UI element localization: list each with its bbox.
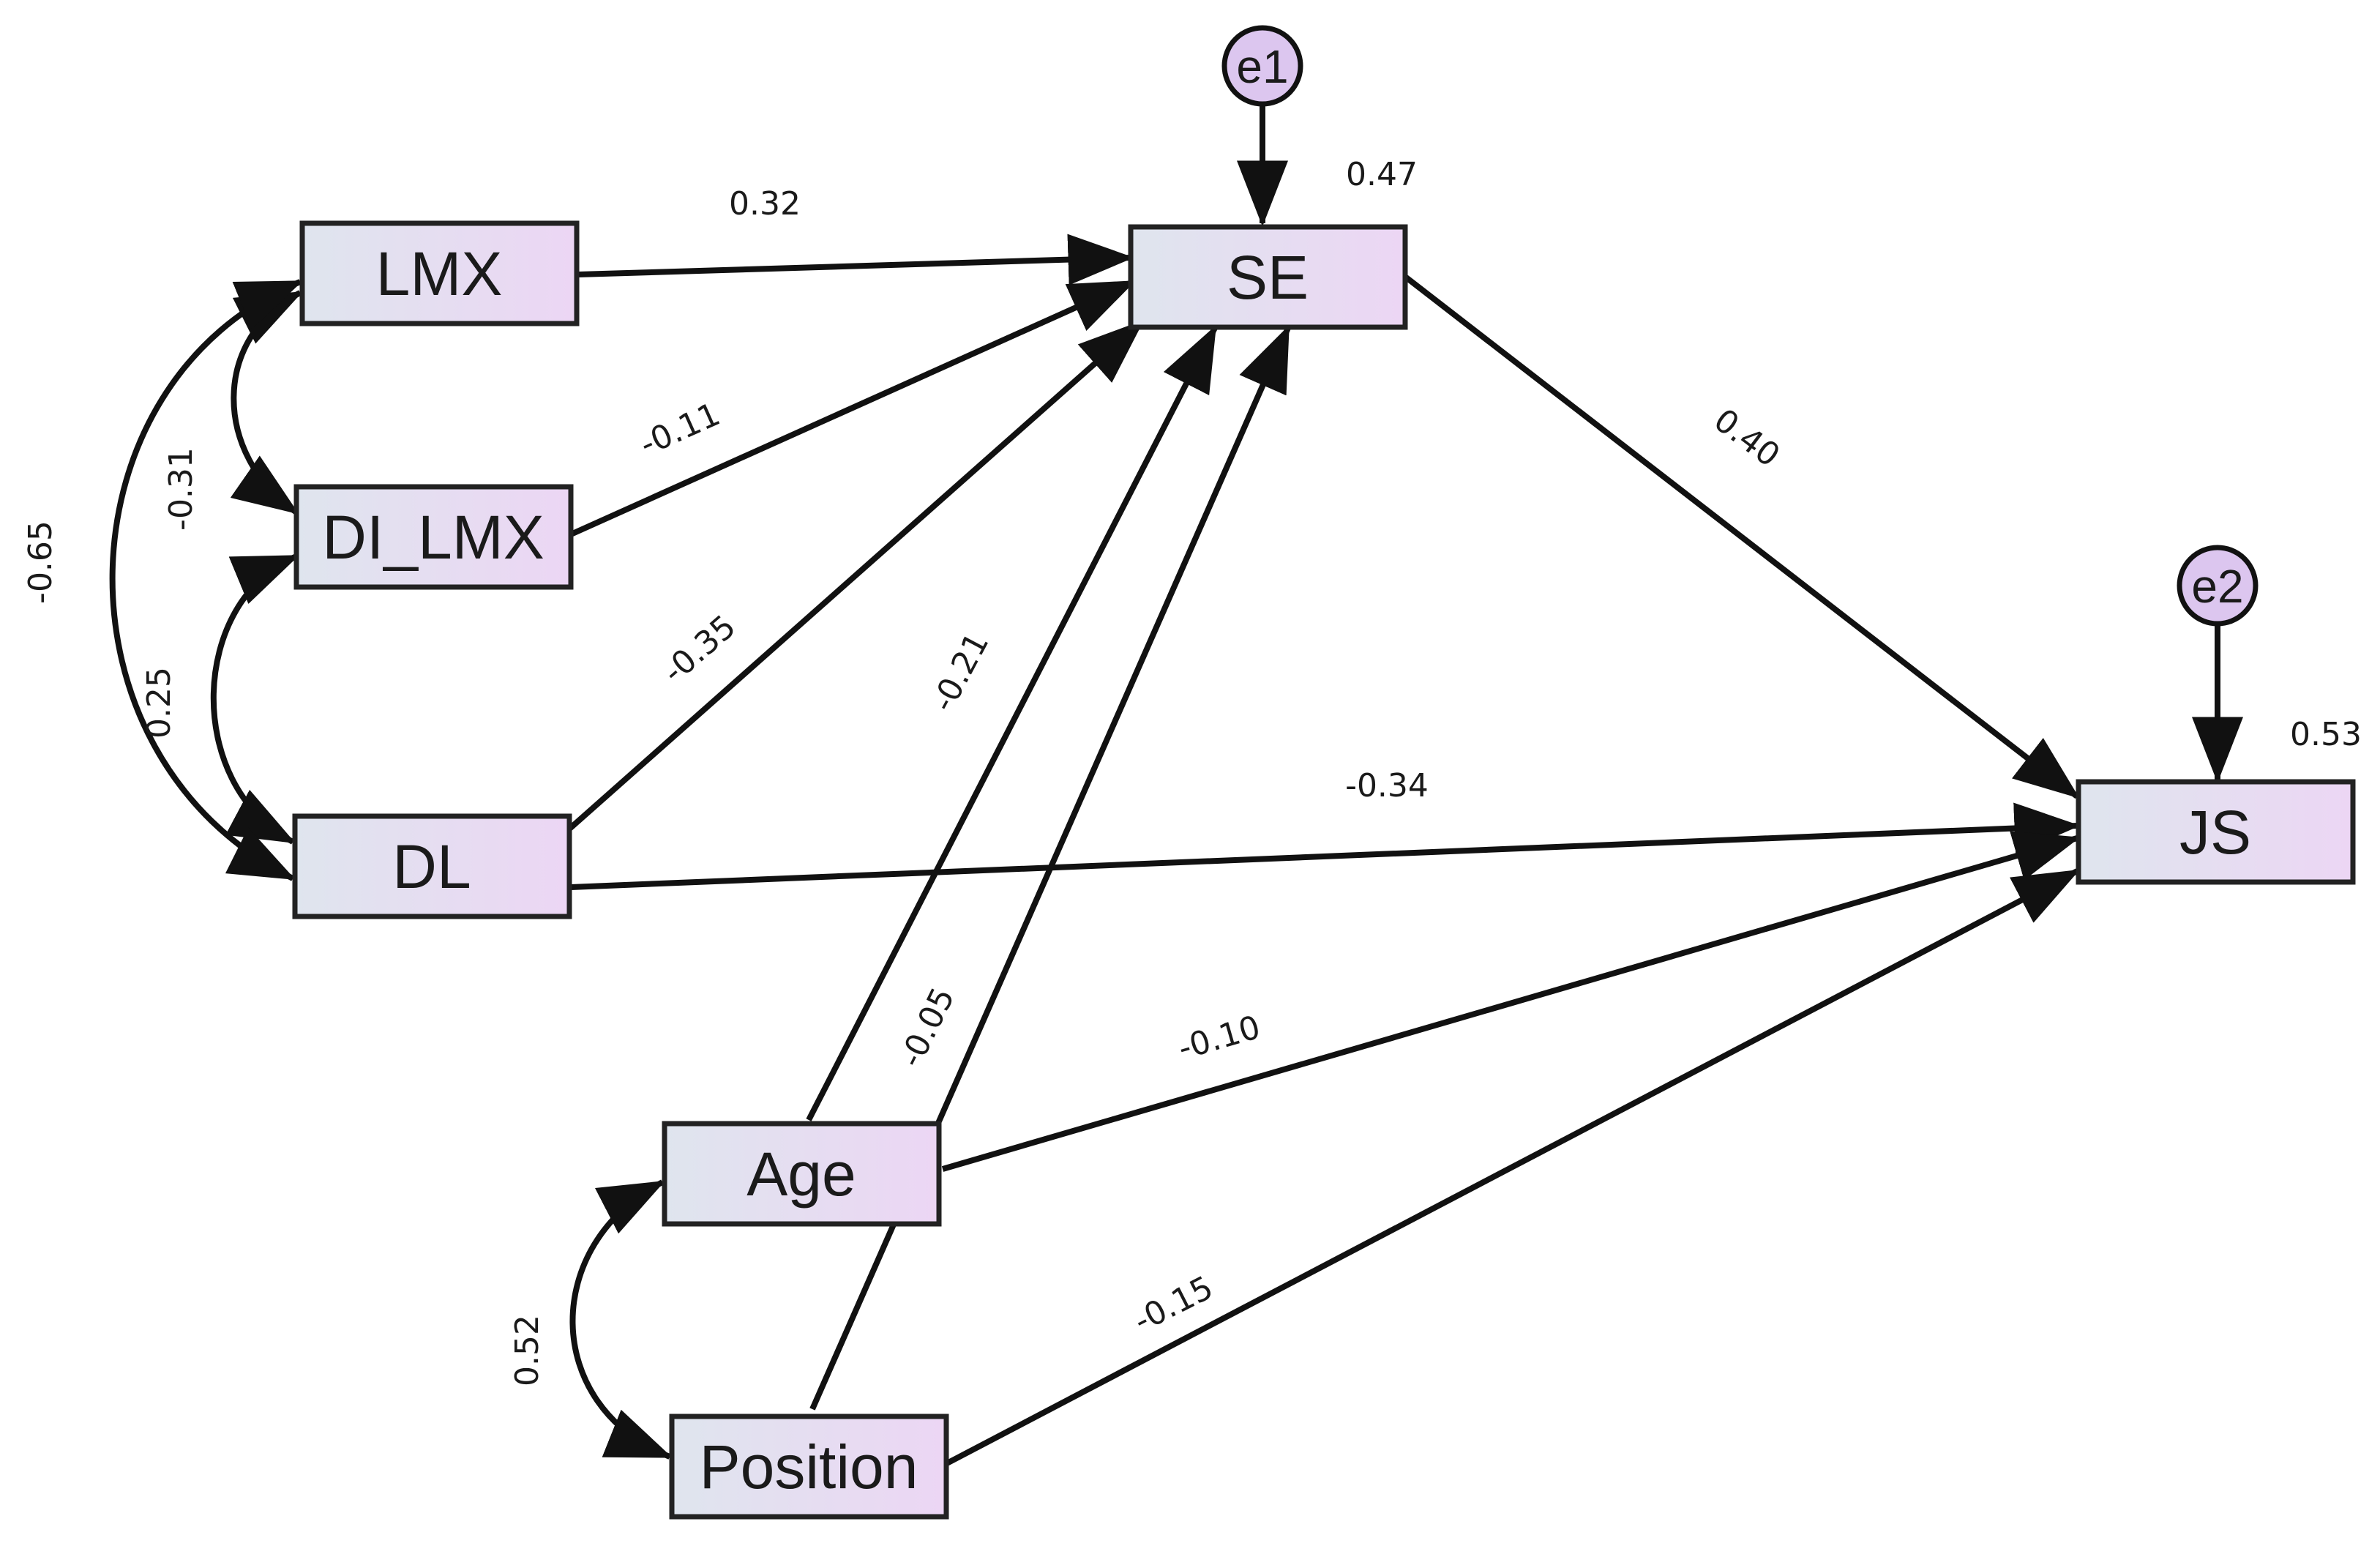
path-age-js [941,831,2081,1172]
node-js-label: JS [2179,798,2251,867]
coef-dl-js: -0.34 [1345,767,1429,804]
path-dilmx-se [569,279,1137,537]
cov-dilmx-dl [210,553,300,845]
error-e1-label: e1 [1236,40,1288,93]
rsq-js: 0.53 [2290,716,2362,753]
coef-age-se: -0.21 [924,627,996,717]
coef-se-js: 0.40 [1707,402,1786,475]
coef-cov-dilmx-dl: 0.25 [141,667,178,739]
node-lmx-label: LMX [376,239,503,308]
node-position-label: Position [700,1433,918,1501]
coef-position-se: -0.05 [892,982,962,1073]
node-di-lmx-label: DI_LMX [322,503,544,572]
path-se-js [1403,274,2080,799]
node-age-label: Age [746,1140,856,1209]
node-position: Position [669,1414,949,1520]
rsq-se: 0.47 [1346,156,1418,193]
coef-lmx-se: 0.32 [729,185,801,223]
coef-cov-age-position: 0.52 [509,1315,546,1386]
coef-dilmx-se: -0.11 [635,395,726,463]
node-js: JS [2076,779,2356,885]
path-dl-js [570,802,2081,890]
node-di-lmx: DI_LMX [293,484,574,590]
node-se-label: SE [1227,243,1309,312]
path-dl-se [565,320,1145,833]
node-se: SE [1128,224,1408,330]
error-e1: e1 [1221,25,1303,107]
cov-lmx-dilmx [230,290,304,515]
node-age: Age [662,1121,942,1227]
coef-cov-lmx-dilmx: -0.31 [162,447,200,531]
node-dl: DL [292,813,572,919]
path-age-se [806,324,1218,1121]
node-dl-label: DL [392,832,471,901]
coef-cov-lmx-dl: -0.65 [22,520,59,604]
path-position-js [944,868,2080,1467]
error-e2-label: e2 [2191,560,2243,613]
path-lmx-se [577,234,1134,285]
cov-lmx-dl [109,279,304,881]
cov-age-position [569,1179,673,1460]
error-e2: e2 [2177,545,2259,627]
coef-dl-se: -0.35 [656,608,743,690]
node-lmx: LMX [299,220,580,326]
coef-age-js: -0.10 [1174,1009,1265,1067]
